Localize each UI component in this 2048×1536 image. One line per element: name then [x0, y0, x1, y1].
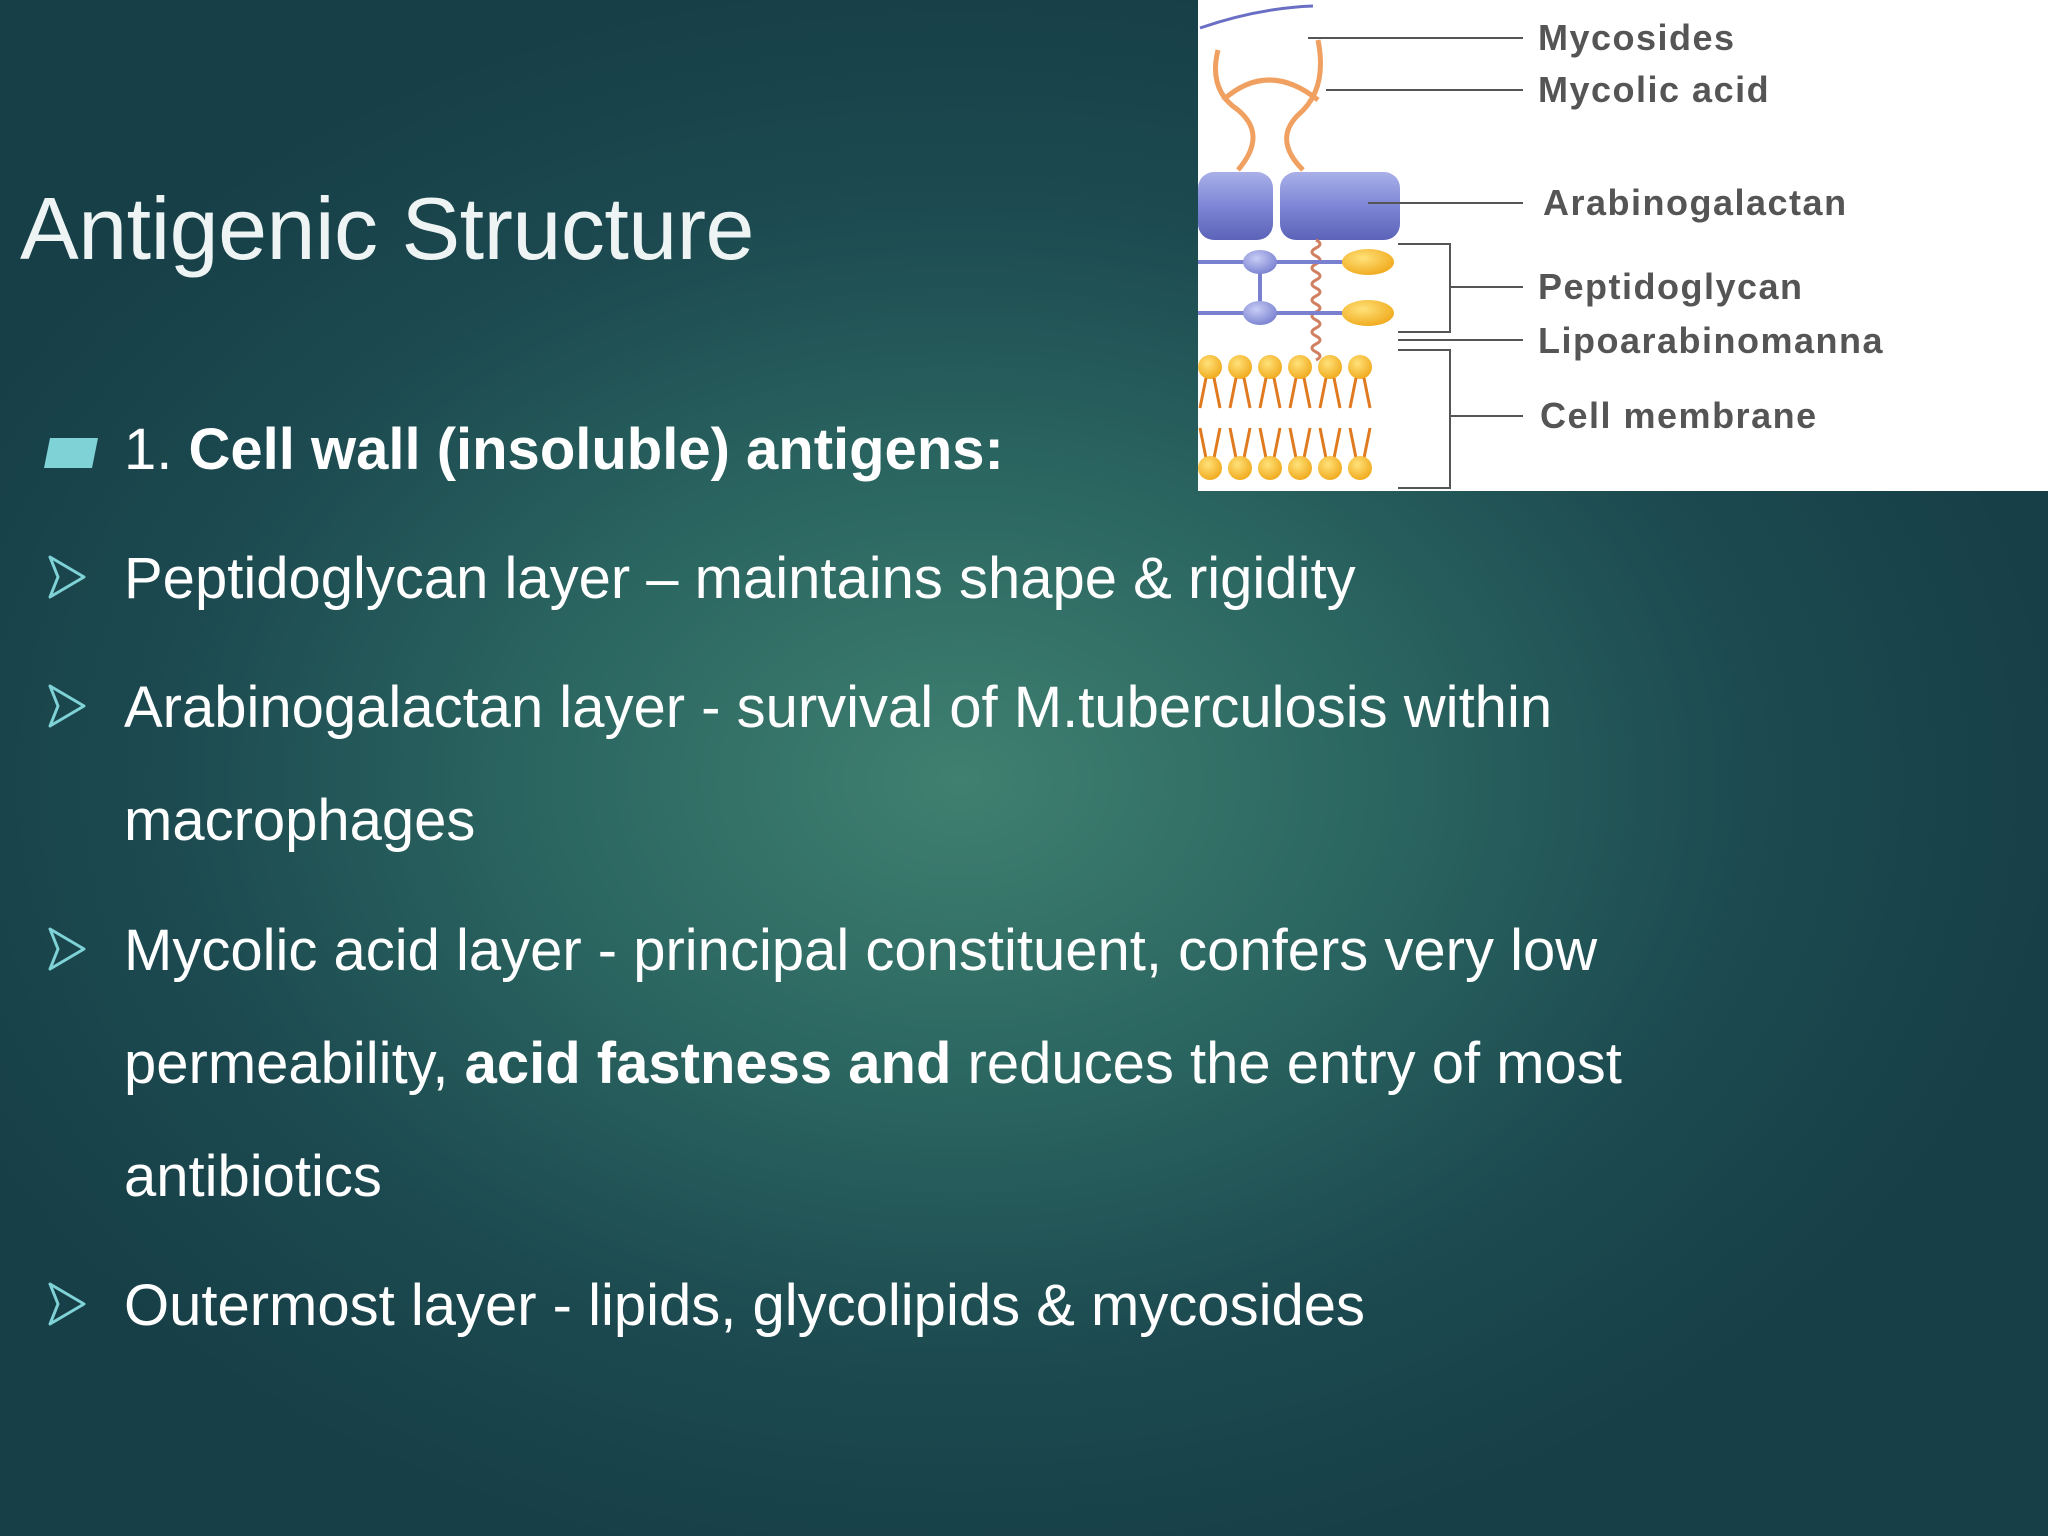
bullet-mycolic-line2-post: reduces the entry of most — [967, 1031, 1622, 1096]
bullet-mycolic-line3: antibiotics — [124, 1144, 382, 1209]
pg-ball-1 — [1243, 250, 1277, 274]
pg-gold-ball-1 — [1342, 249, 1394, 275]
membrane-bottom-heads — [1198, 456, 1372, 480]
bullet-mycolic-line2: permeability, acid fastness and reduces … — [124, 1035, 1622, 1093]
leader-lines — [1308, 37, 1523, 489]
label-mycosides: Mycosides — [1538, 17, 1736, 58]
bullet-arabinogalactan-line2: macrophages — [124, 788, 476, 853]
square-bullet-icon — [44, 438, 98, 468]
pg-gold-ball-2 — [1342, 300, 1394, 326]
arrowhead-bullet-icon — [48, 684, 86, 728]
label-cell-membrane: Cell membrane — [1540, 395, 1818, 436]
bullet-mycolic-line2-bold: acid fastness and — [464, 1031, 952, 1096]
label-arabinogalactan: Arabinogalactan — [1543, 182, 1848, 223]
arrowhead-bullet-icon — [48, 1282, 86, 1326]
label-peptidoglycan: Peptidoglycan — [1538, 266, 1804, 307]
membrane-top-tails — [1198, 377, 1372, 409]
membrane-top-heads — [1198, 355, 1372, 379]
section-heading: 1. Cell wall (insoluble) antigens: — [124, 421, 1004, 479]
peptidoglycan-coil — [1310, 238, 1322, 362]
bullet-outermost: Outermost layer - lipids, glycolipids & … — [124, 1273, 1365, 1338]
bullet-arabinogalactan-line1: Arabinogalactan layer - survival of M.tu… — [124, 675, 1553, 740]
mycolic-chain-2 — [1284, 39, 1323, 172]
mycosides-arc — [1199, 4, 1314, 30]
label-lipoarabinomannan: Lipoarabinomanna — [1538, 320, 1884, 361]
pg-ball-2 — [1243, 301, 1277, 325]
bullet-mycolic-line1: Mycolic acid layer - principal constitue… — [124, 918, 1598, 983]
arabinogalactan-block-2 — [1280, 172, 1400, 240]
section-number: 1. — [124, 417, 173, 482]
bullet-peptidoglycan: Peptidoglycan layer – maintains shape & … — [124, 546, 1356, 611]
mycolic-chain-3 — [1221, 77, 1320, 102]
section-heading-text: Cell wall (insoluble) antigens: — [188, 417, 1004, 482]
arrowhead-bullet-icon — [48, 927, 86, 971]
arrowhead-bullet-icon — [48, 555, 86, 599]
cell-wall-diagram: Mycosides Mycolic acid Arabinogalactan P… — [1198, 0, 2048, 491]
label-mycolic-acid: Mycolic acid — [1538, 69, 1770, 110]
bullet-mycolic-line2-pre: permeability, — [124, 1031, 449, 1096]
mycolic-chain-1 — [1213, 49, 1256, 172]
slide-title: Antigenic Structure — [20, 179, 755, 278]
cell-wall-diagram-svg: Mycosides Mycolic acid Arabinogalactan P… — [1198, 4, 1884, 489]
arabinogalactan-block-1 — [1198, 172, 1273, 240]
membrane-bottom-tails — [1198, 427, 1372, 459]
